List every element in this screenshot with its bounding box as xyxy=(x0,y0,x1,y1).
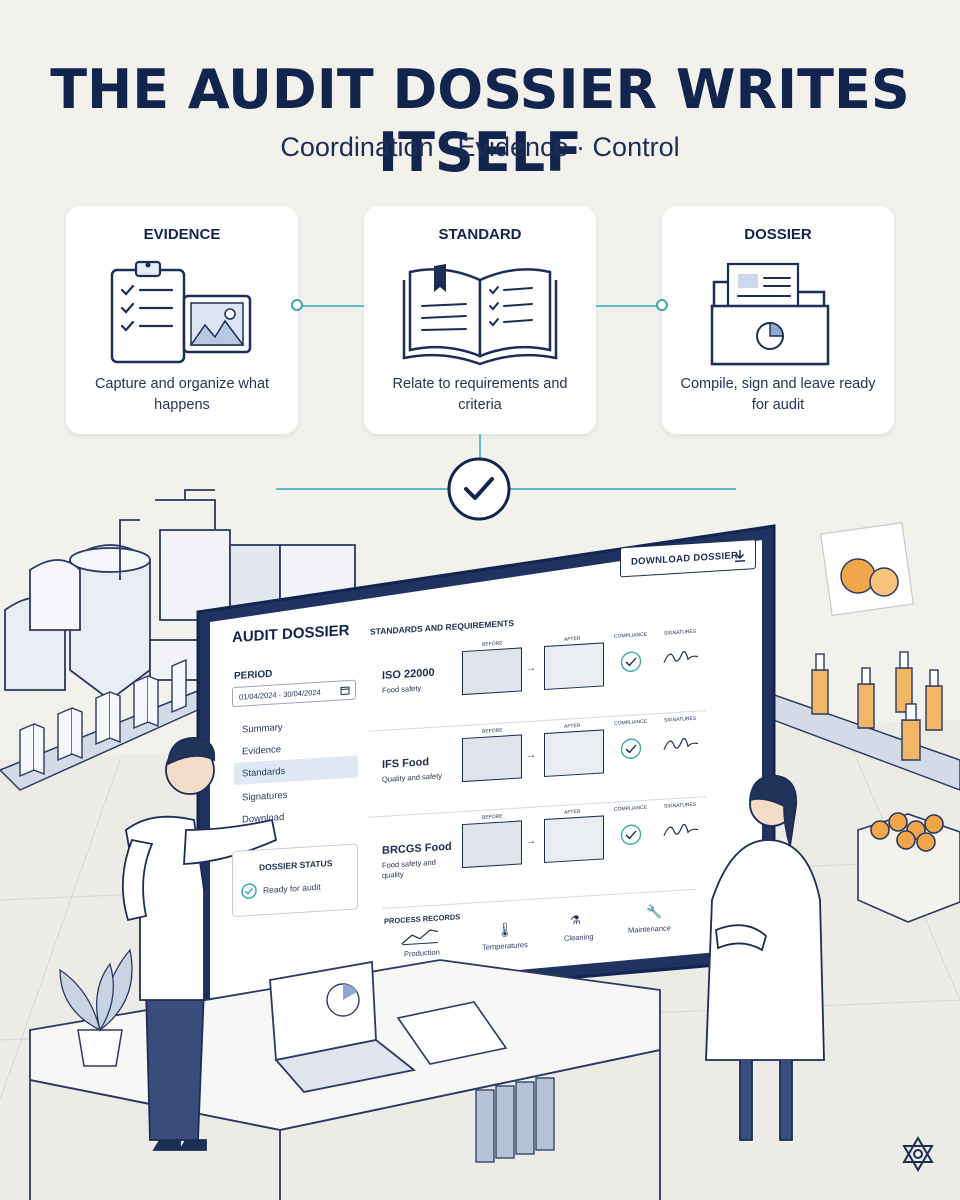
evidence-card: EVIDENCE Capture and organize what happe… xyxy=(66,206,298,434)
period-value: 01/04/2024 - 30/04/2024 xyxy=(239,687,321,702)
standard-name: BRCGS Food xyxy=(382,840,452,857)
after-label: AFTER xyxy=(564,722,581,730)
spray-bottle-icon: ⚗ xyxy=(570,912,581,928)
after-label: AFTER xyxy=(564,635,581,643)
signatures-label: SIGNATURES xyxy=(664,801,697,810)
process-cleaning[interactable]: Cleaning xyxy=(564,932,594,943)
compliance-label: COMPLIANCE xyxy=(614,804,648,813)
dossier-card-description: Compile, sign and leave ready for audit xyxy=(680,376,876,413)
before-photo xyxy=(462,820,522,869)
process-records-panel: PROCESS RECORDS Production Temperatures … xyxy=(382,888,696,968)
arrow-icon: → xyxy=(526,835,536,848)
evidence-card-description: Capture and organize what happens xyxy=(94,376,270,413)
audit-dossier-screen: DOWNLOAD DOSSIER AUDIT DOSSIER PERIOD 01… xyxy=(218,539,756,980)
after-label: AFTER xyxy=(564,808,581,816)
period-field[interactable]: 01/04/2024 - 30/04/2024 xyxy=(232,679,356,708)
evidence-card-title: EVIDENCE xyxy=(143,226,221,243)
standard-subtitle: Food safety and quality xyxy=(382,857,436,880)
connector-dot xyxy=(291,299,303,311)
compliance-label: COMPLIANCE xyxy=(614,631,648,640)
process-maintenance[interactable]: Maintenance xyxy=(628,923,671,935)
signature-mark xyxy=(663,737,699,750)
nav-summary[interactable]: Summary xyxy=(242,722,283,736)
before-label: BEFORE xyxy=(482,640,503,648)
signature-mark xyxy=(663,823,699,836)
check-circle-icon xyxy=(447,457,511,521)
process-temperatures[interactable]: Temperatures xyxy=(482,940,528,952)
after-photo xyxy=(544,815,604,864)
status-check-icon xyxy=(241,883,257,899)
standard-card: STANDARD Relate to requirements and crit… xyxy=(364,206,596,434)
connector-line xyxy=(298,305,364,307)
arrow-icon: → xyxy=(526,662,536,675)
standards-section-label: STANDARDS AND REQUIREMENTS xyxy=(370,617,515,637)
folder-documents-icon xyxy=(710,262,830,366)
standard-row: ISO 22000 Food safety BEFORE → AFTER COM… xyxy=(368,624,706,723)
period-label: PERIOD xyxy=(234,668,273,683)
process-production[interactable]: Production xyxy=(404,947,440,959)
standard-subtitle: Food safety xyxy=(382,683,422,695)
before-label: BEFORE xyxy=(482,727,503,735)
dossier-card-title: DOSSIER xyxy=(744,226,812,243)
page-subtitle: Coordination · Evidence · Control xyxy=(280,132,680,162)
standard-name: IFS Food xyxy=(382,756,430,771)
clipboard-photo-icon xyxy=(110,260,252,364)
compliance-check-icon xyxy=(620,824,642,845)
page-title: THE AUDIT DOSSIER WRITES ITSELF xyxy=(50,58,910,184)
wrench-icon: 🔧 xyxy=(646,903,663,920)
standards-list: ISO 22000 Food safety BEFORE → AFTER COM… xyxy=(368,624,706,899)
compliance-label: COMPLIANCE xyxy=(614,718,648,727)
thermometer-icon: 🌡 xyxy=(496,920,514,938)
dossier-card: DOSSIER Compile, sign and leave ready fo… xyxy=(662,206,894,434)
nav-download[interactable]: Download xyxy=(242,811,285,826)
arrow-icon: → xyxy=(526,749,536,762)
nav-signatures[interactable]: Signatures xyxy=(242,789,288,804)
standard-card-title: STANDARD xyxy=(438,226,522,243)
dossier-status-label: DOSSIER STATUS xyxy=(259,858,333,873)
brand-logo-icon xyxy=(902,1136,934,1172)
screen-title: AUDIT DOSSIER xyxy=(232,621,350,647)
download-dossier-label: DOWNLOAD DOSSIER xyxy=(631,550,739,568)
compliance-check-icon xyxy=(620,738,642,759)
standard-card-description: Relate to requirements and criteria xyxy=(392,376,568,413)
process-records-label: PROCESS RECORDS xyxy=(384,912,461,926)
connector-line xyxy=(596,305,662,307)
after-photo xyxy=(544,729,604,778)
compliance-check-icon xyxy=(620,651,642,672)
standard-name: ISO 22000 xyxy=(382,666,435,682)
standard-row: BRCGS Food Food safety and quality BEFOR… xyxy=(368,796,706,899)
dossier-status-value: Ready for audit xyxy=(263,881,321,896)
signatures-label: SIGNATURES xyxy=(664,628,697,637)
standard-subtitle: Quality and safety xyxy=(382,771,443,784)
before-photo xyxy=(462,647,522,696)
dossier-status-panel: DOSSIER STATUS Ready for audit xyxy=(232,843,358,918)
connector-dot xyxy=(656,299,668,311)
signatures-label: SIGNATURES xyxy=(664,715,697,724)
signature-mark xyxy=(663,650,699,663)
download-icon xyxy=(735,550,745,563)
before-label: BEFORE xyxy=(482,813,503,821)
standard-row: IFS Food Quality and safety BEFORE → AFT… xyxy=(368,710,706,809)
after-photo xyxy=(544,642,604,691)
nav-evidence[interactable]: Evidence xyxy=(242,744,282,758)
connector-line xyxy=(479,434,481,460)
download-dossier-button[interactable]: DOWNLOAD DOSSIER xyxy=(620,539,756,578)
line-chart-icon xyxy=(401,929,439,946)
calendar-icon xyxy=(340,686,350,696)
before-photo xyxy=(462,734,522,783)
open-book-checklist-icon xyxy=(402,264,558,366)
